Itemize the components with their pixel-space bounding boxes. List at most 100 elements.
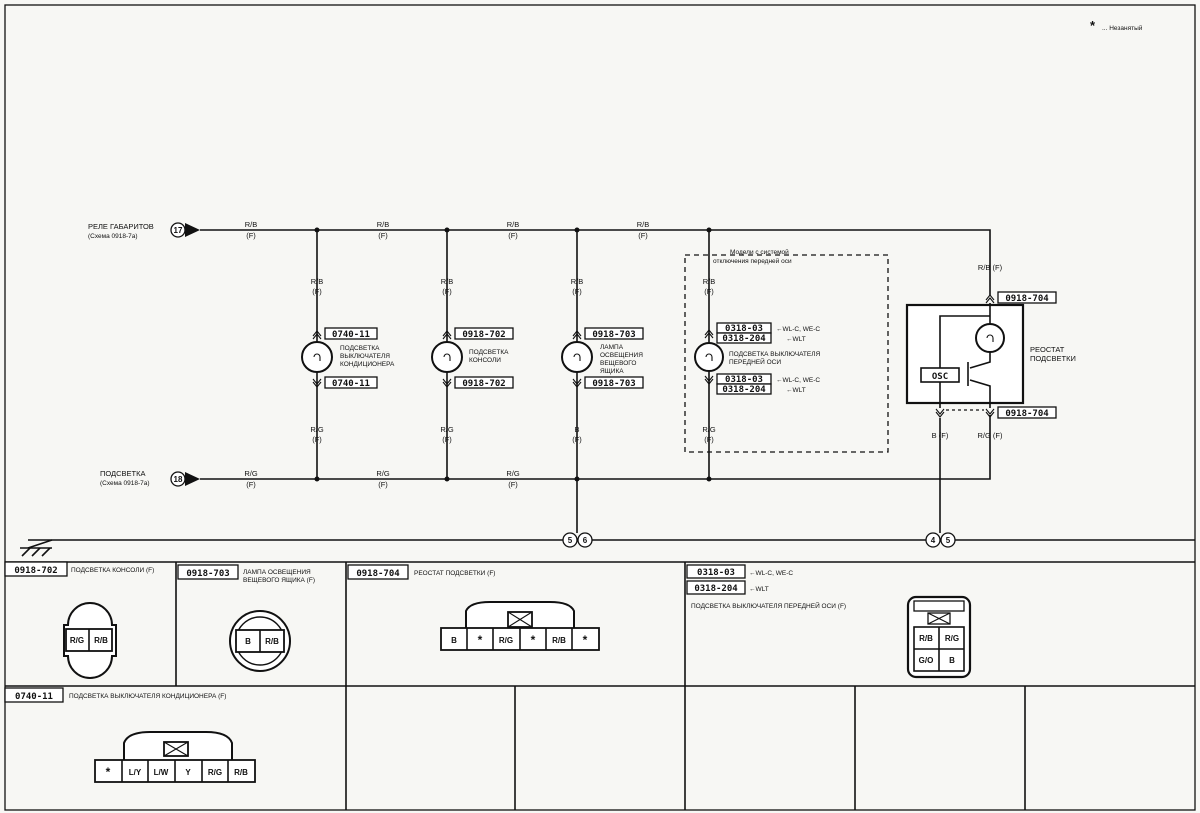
relay-label: РЕЛЕ ГАБАРИТОВ <box>88 222 154 231</box>
legend-star: * <box>1090 18 1096 33</box>
svg-text:ПОДСВЕТКА ВЫКЛЮЧАТЕЛЯ ПЕРЕДНЕЙ: ПОДСВЕТКА ВЫКЛЮЧАТЕЛЯ ПЕРЕДНЕЙ ОСИ (F) <box>691 601 846 610</box>
svg-text:(F): (F) <box>312 287 322 296</box>
svg-text:ЛАМПА ОСВЕЩЕНИЯ: ЛАМПА ОСВЕЩЕНИЯ <box>243 569 311 576</box>
svg-text:0318-204: 0318-204 <box>722 334 766 344</box>
svg-text:ПОДСВЕТКА ВЫКЛЮЧАТЕЛЯ КОНДИЦИО: ПОДСВЕТКА ВЫКЛЮЧАТЕЛЯ КОНДИЦИОНЕРА (F) <box>69 693 226 700</box>
connector-0740-11: 0740-11 ПОДСВЕТКА ВЫКЛЮЧАТЕЛЯ КОНДИЦИОНЕ… <box>4 687 256 783</box>
svg-text:КОНДИЦИОНЕРА: КОНДИЦИОНЕРА <box>340 361 395 368</box>
svg-text:R/B: R/B <box>265 637 279 646</box>
svg-text:(F): (F) <box>246 231 256 240</box>
svg-text:5: 5 <box>568 536 573 545</box>
svg-text:R/G: R/G <box>310 425 324 434</box>
svg-text:4: 4 <box>931 536 936 545</box>
ac-code-top: 0740-11 <box>332 330 370 340</box>
svg-text:(F): (F) <box>442 435 452 444</box>
svg-text:(F): (F) <box>704 287 714 296</box>
svg-text:R/B: R/B <box>703 277 716 286</box>
svg-text:0918-704: 0918-704 <box>356 569 400 579</box>
ground-terminal-6 <box>577 532 593 548</box>
svg-text:5: 5 <box>946 536 951 545</box>
connector-0918-703: 0918-703 ЛАМПА ОСВЕЩЕНИЯ ВЕЩЕВОГО ЯЩИКА … <box>177 564 315 672</box>
ground-terminal-4 <box>925 532 941 548</box>
glovebox-code-bottom: 0918-703 <box>592 379 635 389</box>
svg-text:ВЕЩЕВОГО ЯЩИКА (F): ВЕЩЕВОГО ЯЩИКА (F) <box>243 577 315 584</box>
svg-text:←WL-C, WE-C: ←WL-C, WE-C <box>776 377 820 384</box>
svg-text:0318-03: 0318-03 <box>725 324 763 334</box>
svg-text:B: B <box>245 637 251 646</box>
svg-text:0318-03: 0318-03 <box>725 375 763 385</box>
rheostat-bulb-icon <box>975 323 1005 353</box>
svg-text:(F): (F) <box>442 287 452 296</box>
svg-text:0918-702: 0918-702 <box>14 566 57 576</box>
svg-text:R/G: R/G <box>945 634 959 643</box>
svg-text:РЕОСТАТ ПОДСВЕТКИ (F): РЕОСТАТ ПОДСВЕТКИ (F) <box>414 570 495 577</box>
svg-text:ЯЩИКА: ЯЩИКА <box>600 368 624 375</box>
ground-bus: 5 6 4 5 <box>20 532 1195 557</box>
svg-text:R/B: R/B <box>552 636 566 645</box>
svg-text:РЕОСТАТ: РЕОСТАТ <box>1030 345 1065 354</box>
backlight-arrow <box>185 472 200 486</box>
svg-text:ПОДСВЕТКА: ПОДСВЕТКА <box>340 345 380 352</box>
svg-text:R/B: R/B <box>637 220 650 229</box>
svg-text:ПОДСВЕТКА: ПОДСВЕТКА <box>469 349 509 356</box>
svg-text:R/B: R/B <box>94 636 108 645</box>
svg-text:ЛАМПА: ЛАМПА <box>600 344 624 351</box>
ground-terminal-5 <box>562 532 578 548</box>
svg-text:Y: Y <box>185 768 191 777</box>
svg-text:(F): (F) <box>508 231 518 240</box>
axle-branch: Модели с системой отключения передней ос… <box>684 227 889 482</box>
svg-text:ПОДСВЕТКИ: ПОДСВЕТКИ <box>1030 354 1076 363</box>
svg-text:ПОДСВЕТКА ВЫКЛЮЧАТЕЛЯ: ПОДСВЕТКА ВЫКЛЮЧАТЕЛЯ <box>729 351 820 358</box>
glovebox-branch: R/B(F) 0918-703 ЛАМПА ОСВЕЩЕНИЯ ВЕЩЕВОГО… <box>561 227 644 533</box>
svg-text:6: 6 <box>583 536 588 545</box>
svg-text:G/O: G/O <box>919 656 934 665</box>
svg-text:(F): (F) <box>704 435 714 444</box>
backlight-label: ПОДСВЕТКА <box>100 469 146 478</box>
frame <box>4 4 1196 811</box>
relay-num: 17 <box>174 226 183 235</box>
relay-arrow <box>185 223 200 237</box>
backlight-sub: (Схема 0918-7а) <box>100 480 150 487</box>
svg-text:←WL-C, WE-C: ←WL-C, WE-C <box>749 570 793 577</box>
svg-text:(F): (F) <box>312 435 322 444</box>
svg-text:L/W: L/W <box>154 768 169 777</box>
svg-text:*: * <box>478 633 483 647</box>
svg-text:B: B <box>451 636 457 645</box>
connector-0918-704: 0918-704 РЕОСТАТ ПОДСВЕТКИ (F) B * R/G *… <box>347 564 600 651</box>
glovebox-code-top: 0918-703 <box>592 330 635 340</box>
svg-text:←WLT: ←WLT <box>749 586 769 593</box>
svg-text:R/B (F): R/B (F) <box>978 263 1003 272</box>
relay-sub: (Схема 0918-7а) <box>88 233 138 240</box>
axle-bulb-icon <box>694 342 724 372</box>
backlight-num: 18 <box>174 475 183 484</box>
svg-text:R/G: R/G <box>506 469 520 478</box>
console-code-bottom: 0918-702 <box>462 379 505 389</box>
ac-code-bottom: 0740-11 <box>332 379 370 389</box>
svg-text:ВЫКЛЮЧАТЕЛЯ: ВЫКЛЮЧАТЕЛЯ <box>340 353 390 360</box>
svg-text:ОСВЕЩЕНИЯ: ОСВЕЩЕНИЯ <box>600 352 643 359</box>
svg-text:←WLT: ←WLT <box>786 336 806 343</box>
svg-text:←WLT: ←WLT <box>786 387 806 394</box>
glovebox-bulb-icon <box>561 341 593 373</box>
connector-0918-702: 0918-702 ПОДСВЕТКА КОНСОЛИ (F) R/G R/B <box>4 561 154 679</box>
svg-text:R/B: R/B <box>311 277 324 286</box>
svg-text:0918-704: 0918-704 <box>1005 409 1049 419</box>
svg-text:ВЕЩЕВОГО: ВЕЩЕВОГО <box>600 360 637 367</box>
svg-text:ПОДСВЕТКА КОНСОЛИ (F): ПОДСВЕТКА КОНСОЛИ (F) <box>71 567 154 574</box>
svg-text:L/Y: L/Y <box>129 768 142 777</box>
ground-terminal-5b <box>940 532 956 548</box>
svg-text:R/B: R/B <box>245 220 258 229</box>
svg-text:0318-204: 0318-204 <box>694 584 738 594</box>
svg-text:R/G: R/G <box>702 425 716 434</box>
svg-text:*: * <box>106 765 111 779</box>
ac-switch-branch: R/B(F) 0740-11 ПОДСВЕТКА ВЫКЛЮЧАТЕЛЯ КОН… <box>301 227 395 482</box>
svg-text:отключения передней оси: отключения передней оси <box>713 257 792 265</box>
svg-text:(F): (F) <box>572 287 582 296</box>
svg-text:0918-704: 0918-704 <box>1005 294 1049 304</box>
svg-text:R/B: R/B <box>571 277 584 286</box>
svg-text:R/G: R/G <box>70 636 84 645</box>
svg-text:(F): (F) <box>508 480 518 489</box>
svg-text:R/G: R/G <box>499 636 513 645</box>
svg-text:R/G: R/G <box>440 425 454 434</box>
rheostat-branch: R/B (F) 0918-704 OSC РЕОСТАТ ПОДСВЕТКИ 0… <box>905 263 1076 533</box>
